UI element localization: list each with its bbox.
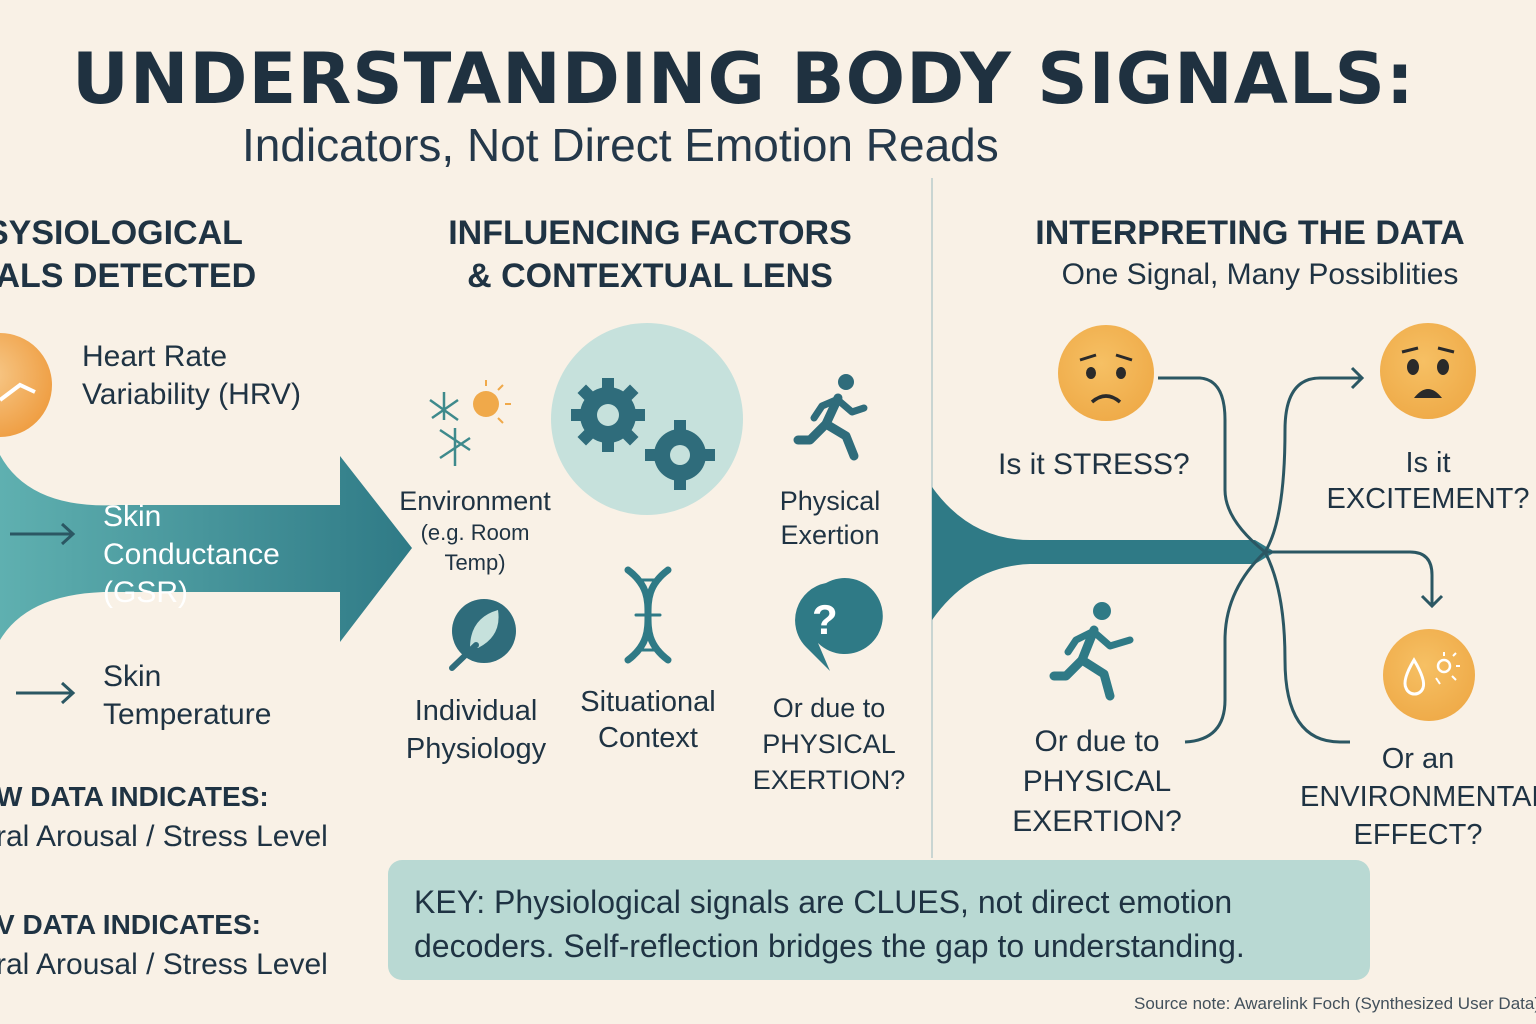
environment-note-line1: (e.g. Room — [420, 520, 530, 545]
excitement-label: Is it EXCITEMENT? — [1320, 445, 1536, 517]
stress-label: Is it STRESS? — [998, 448, 1190, 481]
key-text-line1: KEY: Physiological signals are CLUES, no… — [414, 884, 1233, 920]
gsr-label-line1: Skin — [103, 500, 162, 533]
temp-label-line1: Skin — [103, 660, 162, 693]
page-title: UNDERSTANDING BODY SIGNALS: — [72, 38, 1415, 120]
exertion-right-line3: EXERTION? — [1012, 805, 1182, 838]
individual-physiology-line2: Physiology — [405, 733, 547, 765]
hrv-label-line1: Heart Rate — [82, 340, 228, 373]
big-arrow-right — [932, 487, 1275, 620]
left-heading-line1: SYSIOLOGICAL — [0, 214, 243, 252]
hrv-label-line2: Variability (HRV) — [82, 378, 301, 411]
indicates-2-heading: V DATA INDICATES: — [0, 909, 261, 940]
temp-label: Skin Temperature — [103, 658, 271, 734]
excitement-line1: Is it — [1405, 447, 1451, 479]
gsr-label-line3: (GSR) — [103, 576, 188, 609]
environment-label: Environment (e.g. Room Temp) — [390, 484, 560, 578]
environmental-line1: Or an — [1381, 743, 1455, 775]
gsr-label-line2: Conductance — [103, 538, 280, 571]
middle-heading-line2: & CONTEXTUAL LENS — [467, 257, 833, 295]
question-glyph: ? — [812, 596, 838, 643]
environment-note-line2: Temp) — [444, 550, 506, 575]
situational-context-line1: Situational — [580, 686, 716, 718]
source-note: Source note: Awarelink Foch (Synthesized… — [1134, 994, 1536, 1013]
snowflake-sun-icon — [429, 380, 511, 466]
physical-exertion-label: Physical Exertion — [750, 484, 910, 552]
big-arrow-left — [0, 455, 412, 642]
key-box — [388, 860, 1370, 980]
arrow-small-1-icon — [10, 522, 76, 546]
or-due-label: Or due to PHYSICAL EXERTION? — [742, 690, 916, 798]
indicates-2: V DATA INDICATES: ral Arousal / Stress L… — [0, 906, 328, 984]
middle-heading: INFLUENCING FACTORS & CONTEXTUAL LENS — [430, 212, 870, 298]
indicates-1-heading: W DATA INDICATES: — [0, 781, 269, 812]
key-text-line2: decoders. Self-reflection bridges the ga… — [414, 928, 1245, 964]
worried-face-icon — [1058, 325, 1154, 421]
leaf-icon — [449, 599, 516, 671]
dna-icon — [624, 566, 672, 664]
indicates-2-value: ral Arousal / Stress Level — [0, 948, 328, 981]
or-due-line2: PHYSICAL — [762, 729, 896, 759]
environmental-effect-label: Or an ENVIRONMENTAL EFFECT? — [1300, 740, 1536, 854]
situational-context-label: Situational Context — [570, 684, 726, 756]
hrv-label: Heart Rate Variability (HRV) — [82, 338, 301, 414]
middle-heading-line1: INFLUENCING FACTORS — [448, 214, 852, 252]
question-bubble-icon — [795, 578, 883, 671]
indicates-1: W DATA INDICATES: ral Arousal / Stress L… — [0, 778, 328, 856]
left-heading: SYSIOLOGICAL IALS DETECTED — [0, 212, 256, 298]
gears-icon — [551, 323, 743, 515]
physical-exertion-line2: Exertion — [780, 520, 880, 550]
right-subheading: One Signal, Many Possiblities — [1061, 258, 1459, 291]
environment-label-main: Environment — [399, 486, 551, 516]
running-person-right-icon — [1049, 602, 1134, 701]
individual-physiology-line1: Individual — [414, 695, 538, 727]
physical-exertion-line1: Physical — [779, 486, 881, 516]
individual-physiology-label: Individual Physiology — [396, 692, 556, 768]
or-due-line3: EXERTION? — [752, 765, 906, 795]
or-due-line1: Or due to — [772, 693, 886, 723]
left-heading-line2: IALS DETECTED — [0, 257, 257, 295]
environmental-line3: EFFECT? — [1353, 819, 1483, 851]
key-text: KEY: Physiological signals are CLUES, no… — [414, 880, 1245, 968]
right-heading: INTERPRETING THE DATA — [1035, 214, 1465, 252]
surprised-face-icon — [1380, 323, 1476, 419]
drop-sun-icon — [1383, 629, 1475, 721]
exertion-right-line2: PHYSICAL — [1022, 765, 1172, 798]
branch-lines — [1158, 366, 1444, 744]
gsr-label: Skin Conductance (GSR) — [103, 498, 280, 612]
exertion-right-line1: Or due to — [1034, 725, 1160, 758]
situational-context-line2: Context — [598, 722, 698, 754]
running-person-icon — [793, 374, 868, 461]
excitement-line2: EXCITEMENT? — [1326, 483, 1530, 515]
indicates-1-value: ral Arousal / Stress Level — [0, 820, 328, 853]
temp-label-line2: Temperature — [103, 698, 272, 731]
exertion-right-label: Or due to PHYSICAL EXERTION? — [1005, 722, 1189, 842]
arrow-small-2-icon — [16, 681, 76, 705]
page-subtitle: Indicators, Not Direct Emotion Reads — [242, 119, 999, 171]
heart-orb-icon — [0, 333, 52, 437]
environmental-line2: ENVIRONMENTAL — [1300, 781, 1536, 813]
